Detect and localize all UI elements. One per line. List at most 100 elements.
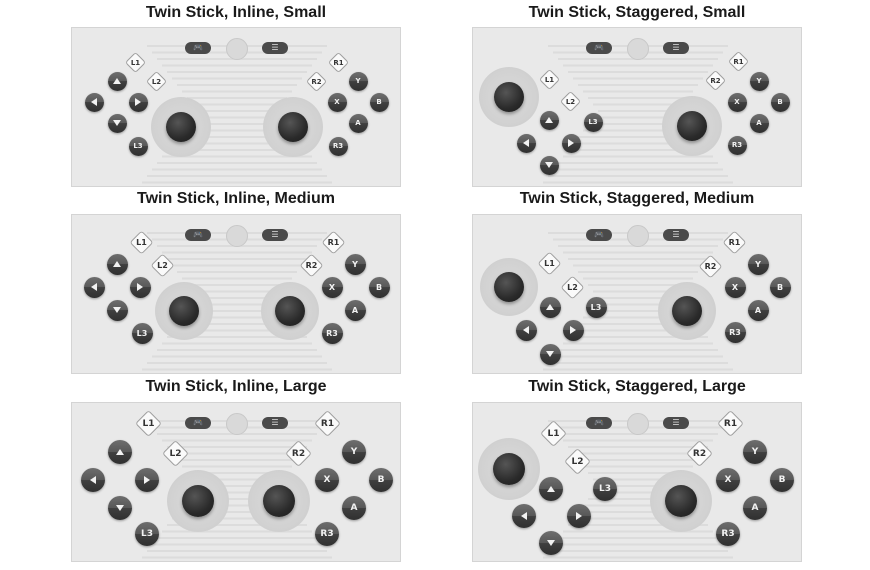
gamepad-icon[interactable]: 🎮 (185, 417, 211, 429)
y-button-label: Y (756, 77, 762, 85)
dpad-left-button[interactable] (512, 504, 536, 528)
l3-button[interactable]: L3 (583, 112, 603, 132)
home-button[interactable] (627, 413, 649, 435)
menu-icon[interactable]: ☰ (262, 229, 288, 241)
x-button[interactable]: X (724, 276, 746, 298)
a-button[interactable]: A (348, 113, 368, 133)
b-button[interactable]: B (769, 276, 791, 298)
menu-icon[interactable]: ☰ (663, 42, 689, 54)
arrow-up-icon (116, 449, 124, 455)
l3-button[interactable]: L3 (585, 296, 607, 318)
l3-button[interactable]: L3 (128, 136, 148, 156)
y-button[interactable]: Y (342, 440, 366, 464)
dpad-down-button[interactable] (539, 343, 561, 365)
dpad-up-button[interactable] (106, 253, 128, 275)
left-thumbstick[interactable] (182, 485, 214, 517)
dpad-down-button[interactable] (106, 299, 128, 321)
dpad-left-button[interactable] (515, 319, 537, 341)
dpad-up-button[interactable] (539, 110, 559, 130)
x-button[interactable]: X (327, 92, 347, 112)
r3-button[interactable]: R3 (321, 322, 343, 344)
l3-button[interactable]: L3 (135, 522, 159, 546)
home-button[interactable] (627, 225, 649, 247)
y-button[interactable]: Y (749, 71, 769, 91)
menu-icon[interactable]: ☰ (262, 42, 288, 54)
home-button[interactable] (226, 413, 248, 435)
dpad-right-button[interactable] (135, 468, 159, 492)
l3-button[interactable]: L3 (131, 322, 153, 344)
right-thumbstick[interactable] (677, 111, 707, 141)
dpad-left-button[interactable] (81, 468, 105, 492)
r3-button[interactable]: R3 (716, 522, 740, 546)
dpad-left-button[interactable] (84, 92, 104, 112)
y-button[interactable]: Y (344, 253, 366, 275)
x-button[interactable]: X (321, 276, 343, 298)
arrow-right-icon (135, 98, 141, 106)
dpad-up-button[interactable] (539, 477, 563, 501)
x-button[interactable]: X (716, 468, 740, 492)
b-button[interactable]: B (368, 276, 390, 298)
gamepad-icon[interactable]: 🎮 (185, 42, 211, 54)
dpad-right-button[interactable] (567, 504, 591, 528)
dpad-down-button[interactable] (107, 113, 127, 133)
dpad-up-button[interactable] (107, 71, 127, 91)
left-thumbstick[interactable] (494, 82, 524, 112)
y-button[interactable]: Y (747, 253, 769, 275)
left-thumbstick[interactable] (166, 112, 196, 142)
a-button[interactable]: A (743, 496, 767, 520)
dpad-up-button[interactable] (108, 440, 132, 464)
r3-button[interactable]: R3 (315, 522, 339, 546)
gamepad-icon[interactable]: 🎮 (185, 229, 211, 241)
right-thumbstick[interactable] (672, 296, 702, 326)
y-button[interactable]: Y (348, 71, 368, 91)
right-thumbstick[interactable] (275, 296, 305, 326)
menu-icon[interactable]: ☰ (663, 229, 689, 241)
gamepad-icon[interactable]: 🎮 (586, 229, 612, 241)
x-button[interactable]: X (727, 92, 747, 112)
dpad-down-button[interactable] (108, 496, 132, 520)
a-button[interactable]: A (749, 113, 769, 133)
left-thumbstick[interactable] (494, 272, 524, 302)
right-thumbstick[interactable] (665, 485, 697, 517)
arrow-left-icon (523, 139, 529, 147)
a-button[interactable]: A (747, 299, 769, 321)
home-button[interactable] (627, 38, 649, 60)
dpad-right-button[interactable] (561, 133, 581, 153)
y-button[interactable]: Y (743, 440, 767, 464)
right-thumbstick[interactable] (263, 485, 295, 517)
home-button[interactable] (226, 38, 248, 60)
left-thumbstick[interactable] (169, 296, 199, 326)
dpad-left-button[interactable] (516, 133, 536, 153)
r3-button[interactable]: R3 (724, 321, 746, 343)
dpad-down-button[interactable] (539, 155, 559, 175)
dpad-right-button[interactable] (562, 319, 584, 341)
panel-title: Twin Stick, Inline, Large (145, 378, 327, 395)
dpad-up-button[interactable] (539, 296, 561, 318)
menu-icon[interactable]: ☰ (663, 417, 689, 429)
dpad-right-button[interactable] (128, 92, 148, 112)
dpad-right-button[interactable] (129, 276, 151, 298)
dpad-down-button[interactable] (539, 531, 563, 555)
b-button-label: B (375, 282, 383, 292)
b-button[interactable]: B (369, 468, 393, 492)
gamepad-icon[interactable]: 🎮 (586, 42, 612, 54)
right-thumbstick[interactable] (278, 112, 308, 142)
home-button[interactable] (226, 225, 248, 247)
r3-button[interactable]: R3 (328, 136, 348, 156)
l3-button[interactable]: L3 (593, 477, 617, 501)
x-button[interactable]: X (315, 468, 339, 492)
b-button[interactable]: B (770, 468, 794, 492)
dpad-left-button[interactable] (83, 276, 105, 298)
a-button[interactable]: A (344, 299, 366, 321)
a-button[interactable]: A (342, 496, 366, 520)
gamepad-icon[interactable]: 🎮 (586, 417, 612, 429)
a-button-label: A (355, 119, 361, 127)
left-thumbstick[interactable] (493, 453, 525, 485)
r3-button[interactable]: R3 (727, 135, 747, 155)
b-button[interactable]: B (369, 92, 389, 112)
x-button-label: X (323, 475, 331, 485)
menu-icon[interactable]: ☰ (262, 417, 288, 429)
b-button[interactable]: B (770, 92, 790, 112)
